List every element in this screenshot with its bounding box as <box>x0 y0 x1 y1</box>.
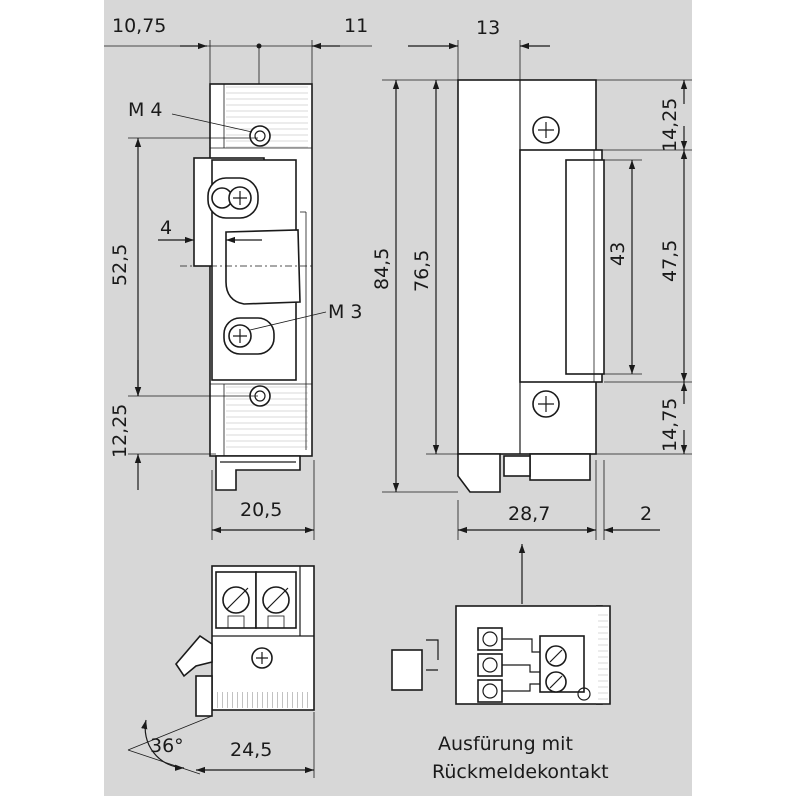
dim-12-25: 12,25 <box>109 404 131 458</box>
dim-76-5: 76,5 <box>411 250 433 292</box>
front-view: 10,75 11 M 4 M <box>104 15 372 540</box>
dim-4: 4 <box>160 217 172 239</box>
dim-47-5: 47,5 <box>659 240 681 282</box>
label-m3: M 3 <box>328 301 363 323</box>
end-view: 36° 24,5 <box>127 565 315 778</box>
caption-line-1: Ausfürung mit <box>438 733 573 755</box>
dim-43: 43 <box>607 242 629 266</box>
dim-11: 11 <box>344 15 368 37</box>
angle-36: 36° <box>150 735 184 757</box>
dim-84-5: 84,5 <box>371 248 393 290</box>
dim-24-5: 24,5 <box>230 739 272 761</box>
side-view: 13 84,5 76,5 14,25 <box>371 17 692 540</box>
dim-52-5: 52,5 <box>109 244 131 286</box>
caption-line-2: Rückmeldekontakt <box>432 761 609 783</box>
dim-10-75: 10,75 <box>112 15 166 37</box>
dim-13: 13 <box>476 17 500 39</box>
label-m4: M 4 <box>128 99 163 121</box>
dim-14-75: 14,75 <box>659 398 681 452</box>
dim-2: 2 <box>640 503 652 525</box>
dim-14-25: 14,25 <box>659 98 681 152</box>
dim-28-7: 28,7 <box>508 503 550 525</box>
dim-20-5: 20,5 <box>240 499 282 521</box>
feedback-contact-view <box>391 544 611 705</box>
